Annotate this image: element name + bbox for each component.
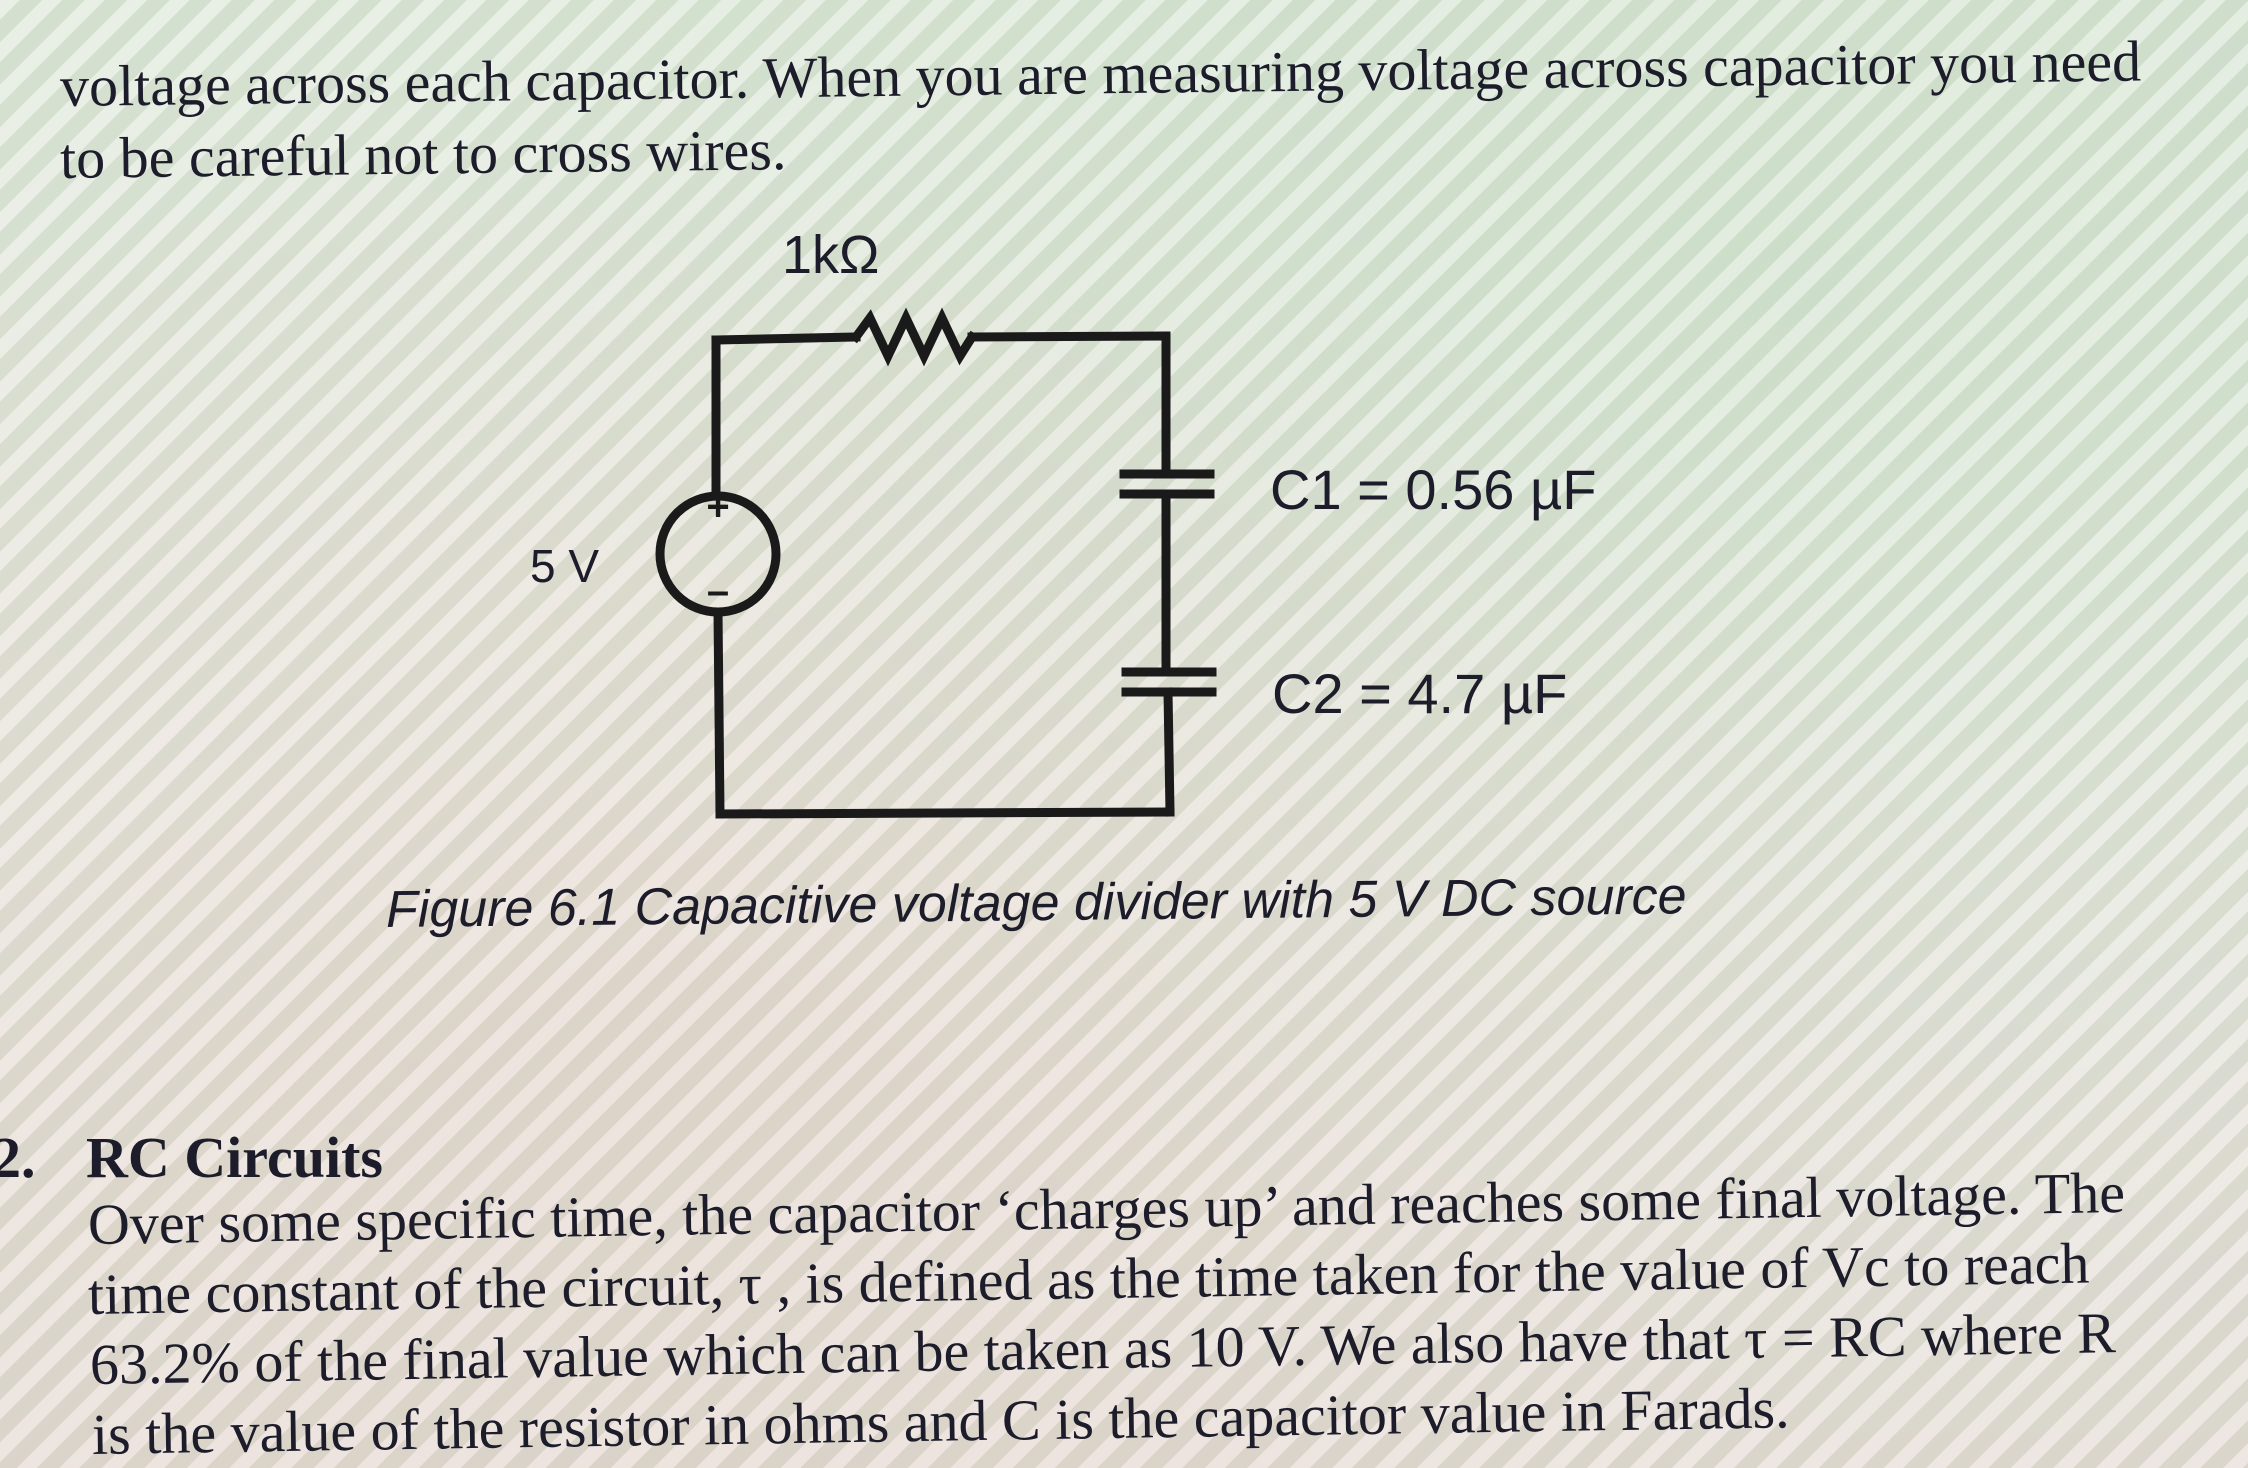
section-title: RC Circuits: [86, 1125, 383, 1190]
wire-top-left: [711, 332, 861, 345]
source-voltage-label: 5 V: [530, 540, 600, 592]
wire-left-lower: [713, 607, 725, 819]
source-minus-sign: –: [707, 569, 729, 613]
wire-top-right: [967, 331, 1171, 342]
source-plus-sign: +: [706, 485, 729, 529]
resistor-symbol: [849, 307, 979, 367]
voltage-source-symbol: [655, 491, 781, 617]
wire-bottom: [715, 807, 1175, 819]
c1-label: C1 = 0.56 µF: [1270, 458, 1597, 521]
c2-label: C2 = 4.7 µF: [1272, 662, 1568, 725]
wire-right-lower: [1163, 687, 1175, 817]
resistor-label: 1kΩ: [782, 225, 880, 285]
section-number: 2.: [0, 1125, 36, 1190]
